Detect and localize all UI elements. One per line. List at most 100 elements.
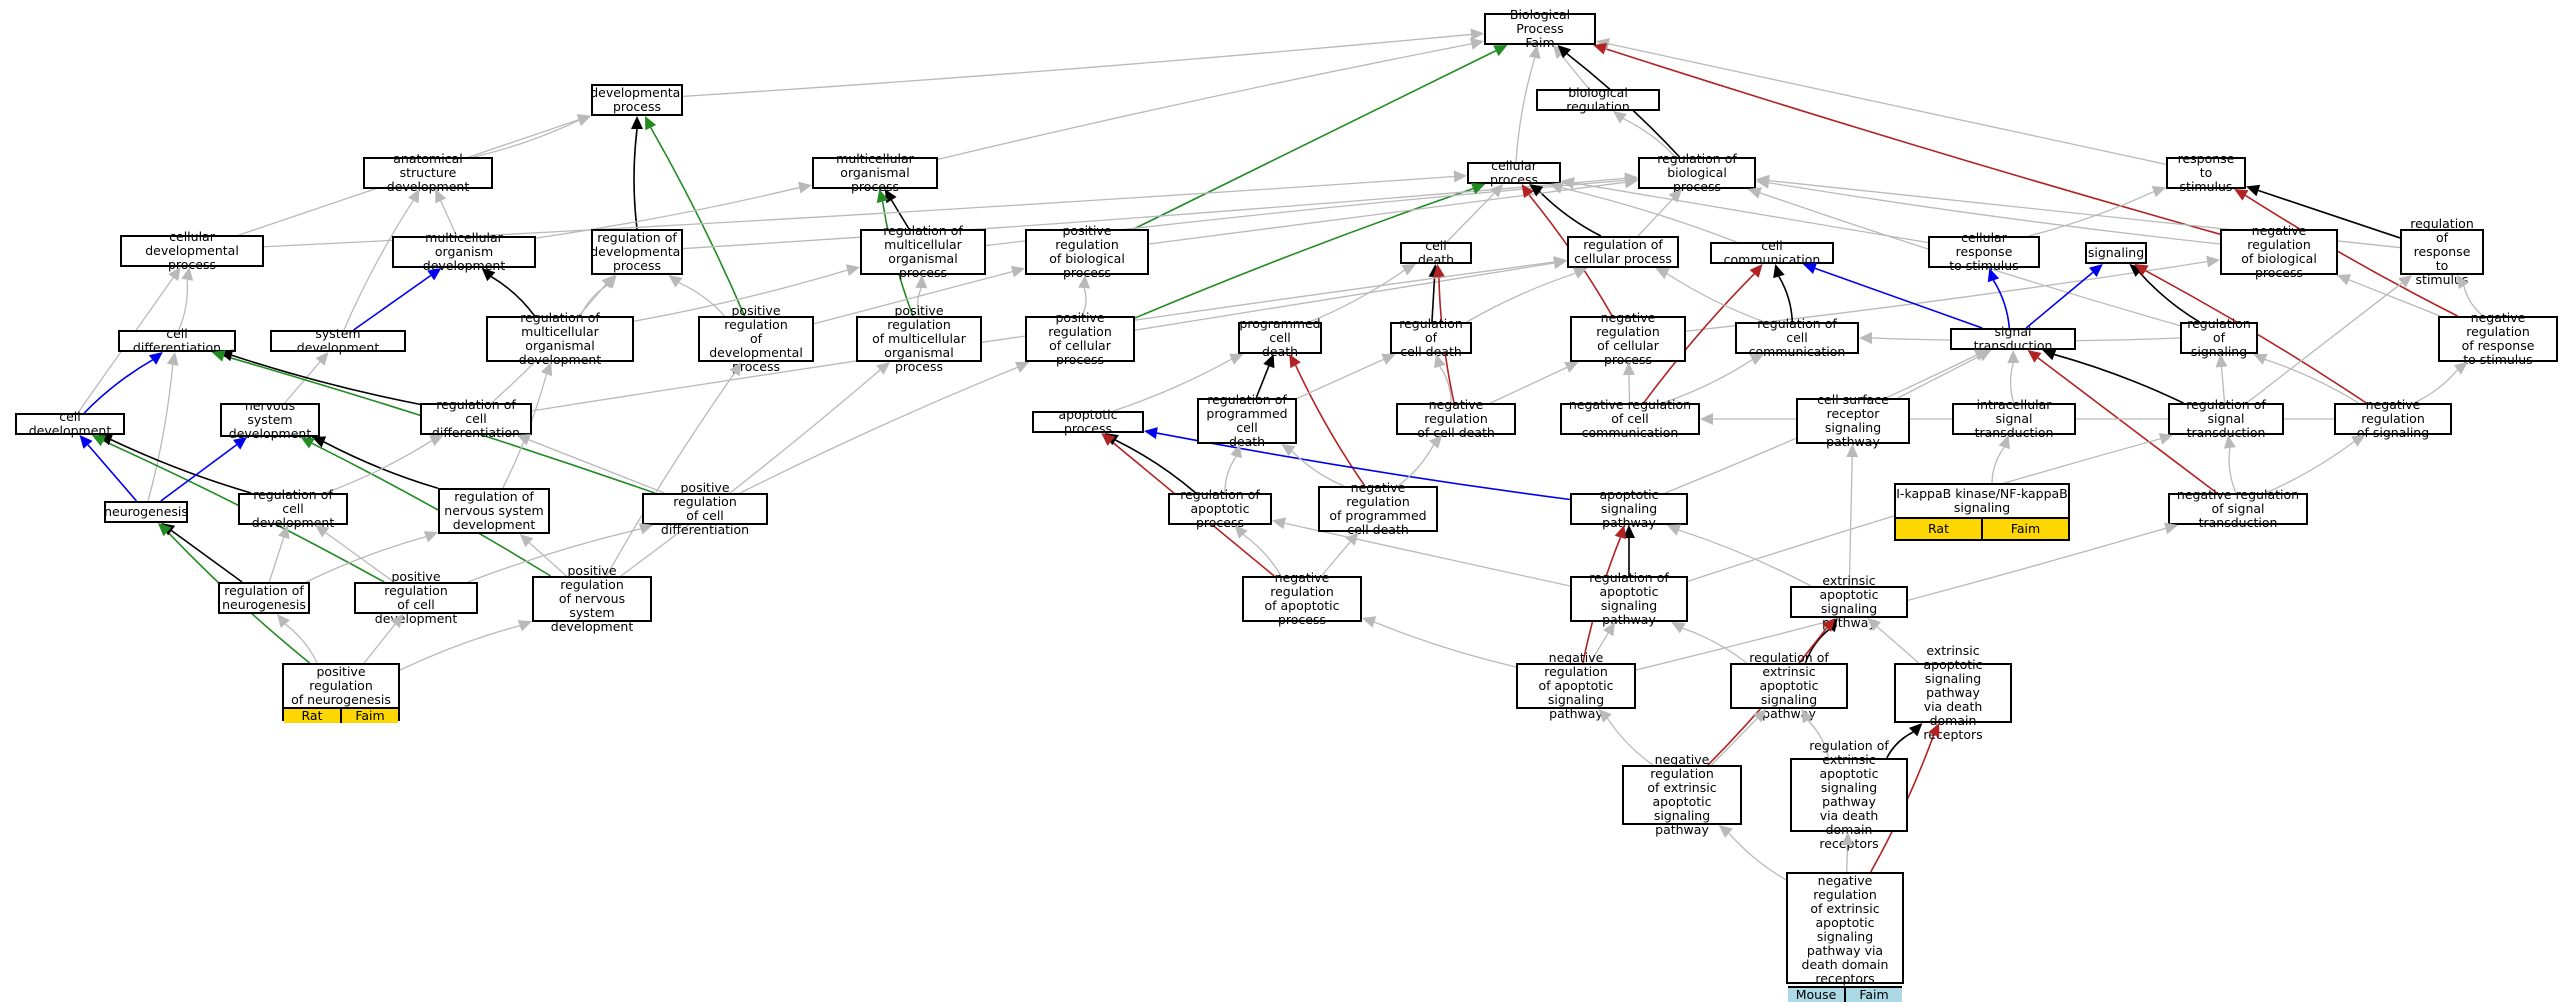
go-term-apopsig[interactable]: apoptotic signaling pathway	[1570, 488, 1688, 530]
go-term-regresp[interactable]: regulation of response to stimulus	[2400, 217, 2484, 287]
go-term-extapop[interactable]: extrinsic apoptotic signaling pathway	[1790, 574, 1908, 630]
go-term-anat[interactable]: anatomical structure development	[363, 152, 493, 194]
edge-arrowhead	[1700, 413, 1713, 425]
edge-part-of	[1115, 439, 1197, 494]
go-term-celldevp[interactable]: cellular developmental process	[120, 230, 264, 272]
go-term-label: cellular process	[1489, 158, 1539, 187]
edge-regulates	[160, 444, 238, 502]
go-term-posregmcop[interactable]: positive regulation of multicellular org…	[856, 304, 982, 374]
go-term-negregsig[interactable]: negative regulation of signaling	[2334, 398, 2452, 440]
go-term-regapopsig[interactable]: regulation of apoptotic signaling pathwa…	[1570, 571, 1688, 627]
edge-is-a	[1134, 262, 1555, 331]
go-term-signaling[interactable]: signaling	[2085, 242, 2147, 264]
edge-arrowhead	[1362, 616, 1377, 628]
go-term-celldiff[interactable]: cell differentiation	[118, 327, 236, 355]
go-term-negregapop[interactable]: negative regulation of apoptotic process	[1242, 571, 1362, 627]
go-term-dev[interactable]: developmental process	[590, 84, 684, 116]
edge-arrowhead	[1655, 268, 1670, 280]
go-term-resp[interactable]: response to stimulus	[2166, 152, 2246, 194]
go-term-cellresp[interactable]: cellular response to stimulus	[1928, 231, 2040, 273]
edge-is-a	[399, 625, 520, 671]
edge-is-a	[1561, 187, 1737, 243]
edge-arrowhead	[631, 116, 643, 129]
go-term-posregcellp[interactable]: positive regulation of cellular process	[1025, 311, 1135, 367]
go-term-label: negative regulation of extrinsic apoptot…	[1801, 873, 1889, 986]
go-term-regneuro[interactable]: regulation of neurogenesis	[218, 582, 310, 614]
go-term-negregcellp[interactable]: negative regulation of cellular process	[1570, 311, 1686, 367]
go-term-negregapopsig[interactable]: negative regulation of apoptotic signali…	[1516, 651, 1636, 721]
go-term-celldeath[interactable]: cell death	[1400, 239, 1472, 267]
go-term-label: programmed cell death	[1239, 316, 1321, 359]
go-term-regsig[interactable]: regulation of signaling	[2180, 317, 2258, 359]
go-term-regcellcomm[interactable]: regulation of cell communication	[1735, 317, 1859, 359]
go-term-bp[interactable]: Biological Process Faim	[1484, 8, 1596, 50]
go-term-label: extrinsic apoptotic signaling pathway vi…	[1923, 643, 1983, 742]
go-term-posregcelldiff[interactable]: positive regulation of cell differentiat…	[642, 481, 768, 537]
go-term-regdev[interactable]: regulation of developmental process	[590, 229, 684, 275]
go-term-negregpcd[interactable]: negative regulation of programmed cell d…	[1318, 481, 1438, 537]
edge-is-a	[1710, 717, 1758, 766]
go-term-posregcelldevel[interactable]: positive regulation of cell development	[354, 570, 478, 626]
go-term-sysdev[interactable]: system development	[270, 327, 406, 355]
go-term-regpcd[interactable]: regulation of programmed cell death	[1197, 393, 1297, 449]
go-term-apop[interactable]: apoptotic process	[1032, 408, 1144, 436]
edge-arrowhead	[1753, 709, 1767, 723]
go-term-negregcellcomm[interactable]: negative regulation of cell communicatio…	[1560, 398, 1700, 440]
go-term-nsd[interactable]: nervous system development	[220, 399, 320, 441]
go-term-negregcelldeath[interactable]: negative regulation of cell death	[1396, 398, 1516, 440]
edge-is-a	[268, 537, 285, 583]
go-term-label: signal transduction	[1973, 324, 2053, 353]
edge-arrowhead	[79, 435, 93, 449]
go-term-regbp[interactable]: regulation of biological process	[1638, 152, 1756, 194]
go-term-negregresp[interactable]: negative regulation of response to stimu…	[2438, 311, 2558, 367]
go-term-cellcomm[interactable]: cell communication	[1710, 239, 1834, 267]
go-term-regextdd[interactable]: regulation of extrinsic apoptotic signal…	[1790, 739, 1908, 851]
go-term-sigtrans[interactable]: signal transduction	[1950, 324, 2076, 353]
edge-arrowhead	[1928, 723, 1940, 738]
edge-arrowhead	[311, 436, 327, 448]
go-term-negregsigtrans[interactable]: negative regulation of signal transducti…	[2168, 488, 2308, 530]
go-term-regsigtrans[interactable]: regulation of signal transduction	[2168, 398, 2284, 440]
edge-is-a	[1589, 632, 1609, 664]
go-term-celldevel[interactable]: cell development	[15, 409, 125, 438]
go-term-regcelldiff[interactable]: regulation of cell differentiation	[420, 398, 532, 440]
go-term-pcd[interactable]: programmed cell death	[1238, 317, 1322, 359]
go-term-csrsp[interactable]: cell surface receptor signaling pathway	[1796, 393, 1910, 449]
go-term-regcelldevel[interactable]: regulation of cell development	[238, 488, 348, 530]
go-term-posregbp[interactable]: positive regulation of biological proces…	[1025, 224, 1149, 280]
edge-is-a	[2264, 358, 2359, 404]
edge-is-a	[1678, 529, 1812, 587]
edge-arrowhead	[1773, 264, 1785, 279]
go-term-label: positive regulation of nervous system de…	[550, 563, 634, 634]
go-term-label: regulation of nervous system development	[444, 489, 544, 532]
go-term-negregbp[interactable]: negative regulation of biological proces…	[2220, 224, 2338, 280]
go-term-intrasig[interactable]: intracellular signal transduction	[1952, 398, 2076, 440]
go-term-negregextapop[interactable]: negative regulation of extrinsic apoptot…	[1622, 753, 1742, 837]
edge-arrowhead	[2134, 264, 2149, 276]
go-term-bioreg[interactable]: biological regulation	[1536, 86, 1660, 114]
go-term-regapop[interactable]: regulation of apoptotic process	[1168, 488, 1272, 530]
edge-is-a	[1897, 355, 1981, 399]
go-term-extdd[interactable]: extrinsic apoptotic signaling pathway vi…	[1894, 644, 2012, 742]
go-term-cellp[interactable]: cellular process	[1467, 158, 1561, 187]
go-term-posregdev[interactable]: positive regulation of developmental pro…	[698, 304, 814, 374]
go-term-label: apoptotic signaling pathway	[1599, 487, 1659, 530]
edge-arrowhead	[91, 435, 107, 447]
edge-is-a	[1807, 719, 1830, 759]
edge-is-a	[740, 366, 1018, 494]
go-term-posregnsd[interactable]: positive regulation of nervous system de…	[532, 564, 652, 634]
edge-arrowhead	[211, 350, 226, 362]
go-term-regextapop[interactable]: regulation of extrinsic apoptotic signal…	[1730, 651, 1848, 721]
go-term-neurogen[interactable]: neurogenesis	[104, 501, 188, 523]
edge-is-a	[1446, 192, 1495, 243]
go-term-regmcod[interactable]: regulation of multicellular organismal d…	[486, 311, 634, 367]
go-term-regnsd[interactable]: regulation of nervous system development	[438, 488, 550, 534]
go-term-label: cell development	[28, 409, 112, 438]
go-term-regcelldeath[interactable]: regulation of cell death	[1390, 317, 1472, 359]
edge-is-a	[1560, 54, 1590, 90]
go-term-regmcop[interactable]: regulation of multicellular organismal p…	[860, 224, 986, 280]
go-term-regcellp[interactable]: regulation of cellular process	[1567, 236, 1679, 268]
go-term-mcop[interactable]: multicellular organismal process	[812, 152, 938, 194]
